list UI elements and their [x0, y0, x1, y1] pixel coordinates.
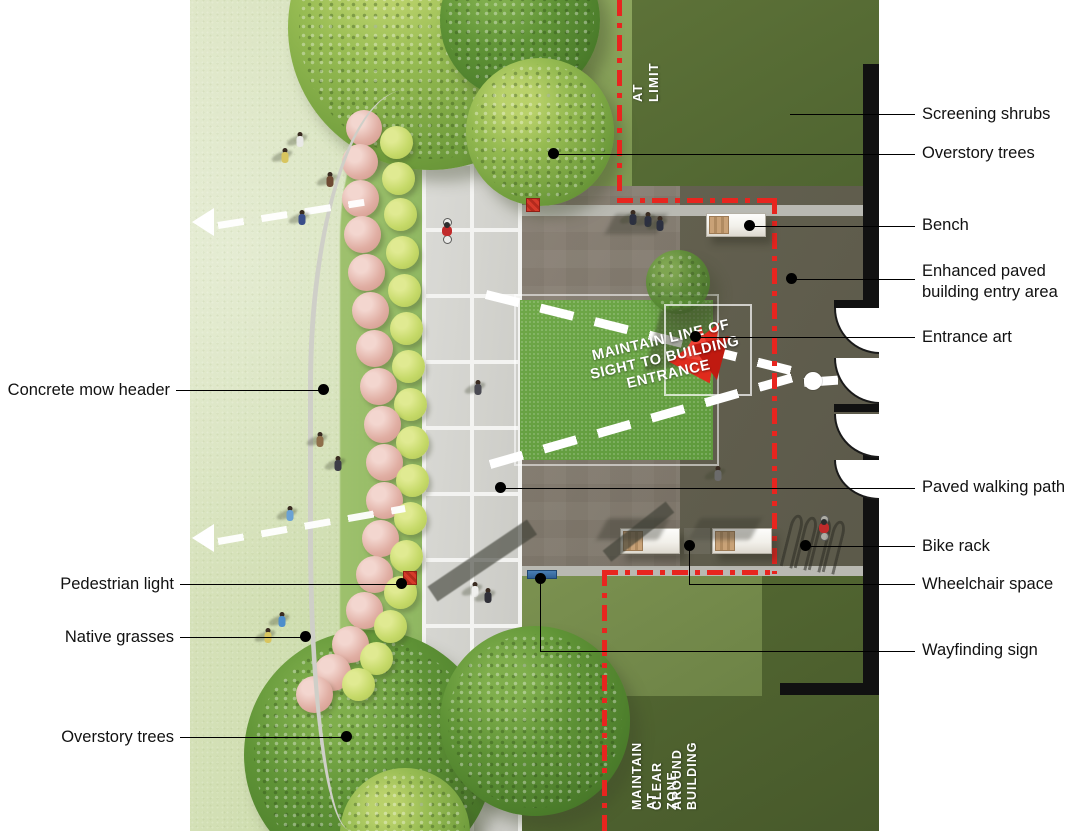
leader-wheelchair-space [689, 584, 915, 586]
entrance-art-sculpture [644, 302, 752, 396]
leader-screening-shrubs [790, 114, 915, 116]
building-wall [780, 683, 879, 695]
leader-bike-rack [805, 546, 915, 548]
building-wall [863, 455, 879, 695]
leader-concrete-mow-header [176, 390, 323, 392]
building-wall [863, 64, 879, 204]
anchor-overstory-trees-top [548, 148, 559, 159]
limit-line [617, 0, 622, 205]
callout-overstory-trees-top: Overstory trees [922, 144, 1035, 162]
cyclist [440, 218, 454, 244]
pedestrian-light [526, 198, 540, 212]
callout-overstory-trees-bottom: Overstory trees [61, 728, 174, 746]
bench-slats [715, 531, 735, 551]
building-wall [863, 196, 879, 306]
callout-concrete-mow-header: Concrete mow header [7, 381, 170, 399]
sight-line-origin-node [804, 372, 822, 390]
anchor-entrance-art [690, 331, 701, 342]
leader-native-grasses [180, 637, 305, 639]
bench-slats [709, 216, 729, 234]
overstory-tree [646, 250, 710, 314]
anchor-concrete-mow-header [318, 384, 329, 395]
callout-native-grasses: Native grasses [64, 628, 174, 646]
overstory-tree [466, 58, 614, 206]
limit-line [772, 198, 777, 574]
leader-wayfinding-sign-vert [540, 579, 542, 652]
callout-enhanced-paved-entry: Enhanced paved building entry area [922, 262, 1058, 301]
callout-wheelchair-space: Wheelchair space [922, 575, 1054, 593]
caption-at-limit: AT LIMIT [630, 62, 661, 102]
limit-line [617, 198, 777, 203]
callout-wayfinding-sign: Wayfinding sign [922, 641, 1038, 659]
cyclist [817, 515, 831, 541]
overstory-tree [440, 626, 630, 816]
building-wall [863, 64, 879, 76]
leader-enhanced-paved-entry [791, 279, 915, 281]
plan-drawing-canvas: MAINTAIN LINE OF SIGHT TO BUILDING ENTRA… [190, 0, 879, 831]
circulation-arrow-head [192, 208, 214, 236]
leader-paved-walking-path [500, 488, 915, 490]
entrance-art-frame [664, 304, 752, 396]
callout-pedestrian-light: Pedestrian light [60, 575, 174, 593]
leader-pedestrian-light [180, 584, 401, 586]
circulation-arrow-head [192, 524, 214, 552]
curb-north [522, 205, 879, 216]
door-leaf [834, 300, 879, 308]
callout-screening-shrubs: Screening shrubs [922, 105, 1051, 123]
leader-entrance-art [695, 337, 915, 339]
door-leaf [834, 404, 879, 412]
callout-bike-rack: Bike rack [922, 537, 990, 555]
leader-overstory-trees-top [553, 154, 915, 156]
callout-paved-walking-path: Paved walking path [922, 478, 1066, 496]
leader-wayfinding-sign [540, 651, 915, 653]
anchor-overstory-trees-bottom [341, 731, 352, 742]
anchor-bike-rack [800, 540, 811, 551]
leader-bench [749, 226, 915, 228]
anchor-native-grasses [300, 631, 311, 642]
limit-line [602, 570, 607, 831]
leader-overstory-trees-bottom [180, 737, 346, 739]
leader-wheelchair-space-vert [689, 546, 691, 585]
anchor-bench [744, 220, 755, 231]
anchor-wheelchair-space [684, 540, 695, 551]
anchor-wayfinding-sign [535, 573, 546, 584]
bench [706, 213, 766, 237]
anchor-paved-walking-path [495, 482, 506, 493]
caption-clear-zone-line3: AROUND BUILDING [670, 741, 700, 810]
screening-shrub-bed-north [632, 0, 879, 203]
anchor-pedestrian-light [396, 578, 407, 589]
callout-entrance-art: Entrance art [922, 328, 1012, 346]
bench [712, 528, 772, 554]
callout-bench: Bench [922, 216, 969, 234]
anchor-enhanced-paved-entry [786, 273, 797, 284]
